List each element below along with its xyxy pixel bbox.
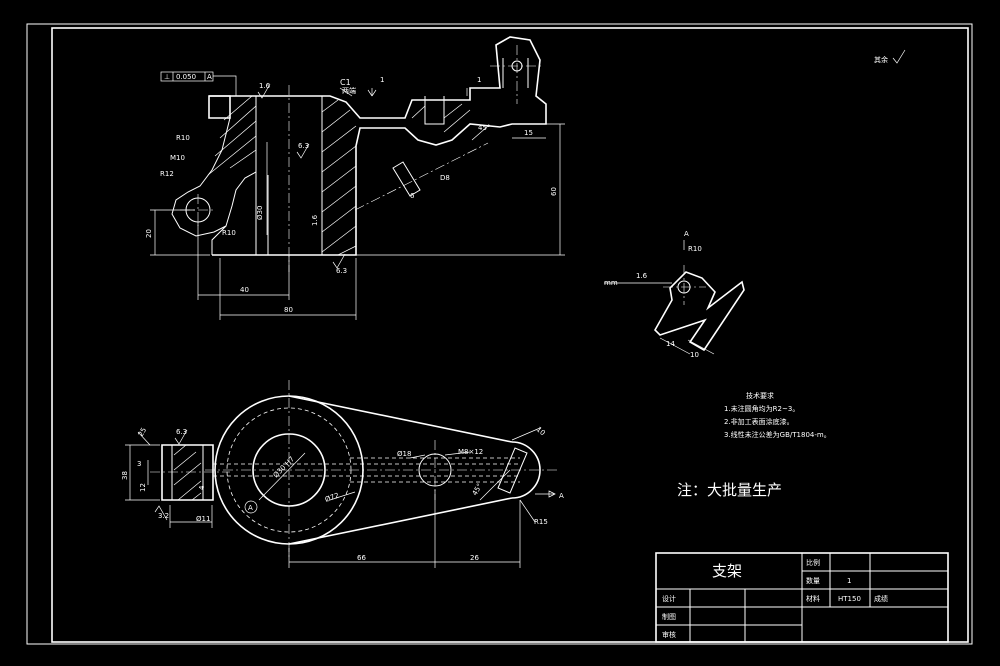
- top-d72: Ø72: [324, 491, 340, 503]
- front-view: [150, 36, 565, 320]
- tolerance-symbol: ⊥: [164, 73, 170, 81]
- tech-item-2: 2.非加工表面涂底漆。: [724, 417, 794, 426]
- tech-item-1: 1.未注圆角均为R2~3。: [724, 404, 799, 413]
- roughness-note-symbol: [892, 49, 906, 64]
- tolerance-datum: A: [207, 73, 212, 81]
- width-40: 40: [240, 286, 249, 294]
- aux-datum: A: [684, 230, 689, 238]
- side-dim-12: 12: [139, 483, 147, 492]
- title-block: [655, 552, 949, 643]
- hole-d8: D8: [440, 174, 450, 182]
- top-view-arrow: A: [559, 492, 564, 500]
- side-view: [125, 429, 230, 528]
- hole-6: 6: [410, 192, 415, 200]
- roughness-wall: 1.6: [311, 214, 319, 226]
- top-view: [205, 380, 560, 568]
- qty-label: 数量: [806, 576, 820, 585]
- side-roughness-bottom: 3.2: [158, 512, 169, 520]
- tech-title: 技术要求: [746, 391, 774, 400]
- top-dim-26: 26: [470, 554, 479, 562]
- step-1a: 1: [380, 76, 384, 84]
- top-d18: Ø18: [397, 450, 411, 458]
- aux-label: mm: [604, 279, 618, 287]
- top-dim-10: 10: [535, 425, 547, 437]
- design-label: 设计: [662, 594, 676, 603]
- r12-label: R12: [160, 170, 174, 178]
- top-angle-45: 45°: [471, 482, 484, 497]
- top-r15: R15: [534, 518, 548, 526]
- step-1b: 1: [477, 76, 481, 84]
- top-datum: A: [248, 504, 253, 512]
- roughness-bottom: 6.3: [336, 267, 347, 275]
- draw-label: 制图: [662, 612, 676, 621]
- width-80: 80: [284, 306, 293, 314]
- production-note: 注：大批量生产: [677, 481, 782, 499]
- m10-label: M10: [170, 154, 185, 162]
- roughness-bore: 6.3: [298, 142, 309, 150]
- top-dim-66: 66: [357, 554, 366, 562]
- chamfer-label: C1: [340, 78, 351, 87]
- side-dim-25: 25: [137, 426, 148, 438]
- aux-view: [604, 240, 745, 355]
- aux-dim-14: 14: [666, 340, 675, 348]
- r10-bottom: R10: [222, 229, 236, 237]
- side-roughness: 6.3: [176, 428, 187, 436]
- qty-value: 1: [847, 577, 851, 585]
- review-label: 审核: [662, 630, 676, 639]
- side-dim-4: 4: [198, 485, 206, 490]
- r10-top: R10: [176, 134, 190, 142]
- part-name: 支架: [712, 562, 742, 580]
- side-dim-11: Ø11: [196, 515, 210, 523]
- aux-r10: R10: [688, 245, 702, 253]
- top-m8: M8×12: [458, 448, 483, 456]
- height-20: 20: [145, 229, 153, 238]
- material-value: HT150: [838, 595, 861, 603]
- side-dim-38: 38: [121, 471, 129, 480]
- side-dim-3: 3: [137, 460, 141, 468]
- angle-45-front: 45°: [478, 124, 490, 132]
- scale-label: 比例: [806, 558, 820, 567]
- material-label: 材料: [806, 594, 820, 603]
- chamfer-note: 两端: [342, 86, 356, 95]
- inner-border: [51, 27, 969, 643]
- bore-dia: Ø30: [256, 206, 264, 220]
- tech-item-3: 3.线性未注公差为GB/T1804-m。: [724, 430, 831, 439]
- roughness-top: 1.6: [259, 82, 271, 90]
- aux-roughness: 1.6: [636, 272, 648, 280]
- outer-border: [26, 23, 973, 645]
- aux-dim-10: 10: [690, 351, 699, 359]
- height-60: 60: [550, 187, 558, 196]
- score-label: 成绩: [874, 594, 888, 603]
- roughness-note: 其余: [874, 55, 888, 64]
- tolerance-value: 0.050: [176, 73, 196, 81]
- width-15: 15: [524, 129, 533, 137]
